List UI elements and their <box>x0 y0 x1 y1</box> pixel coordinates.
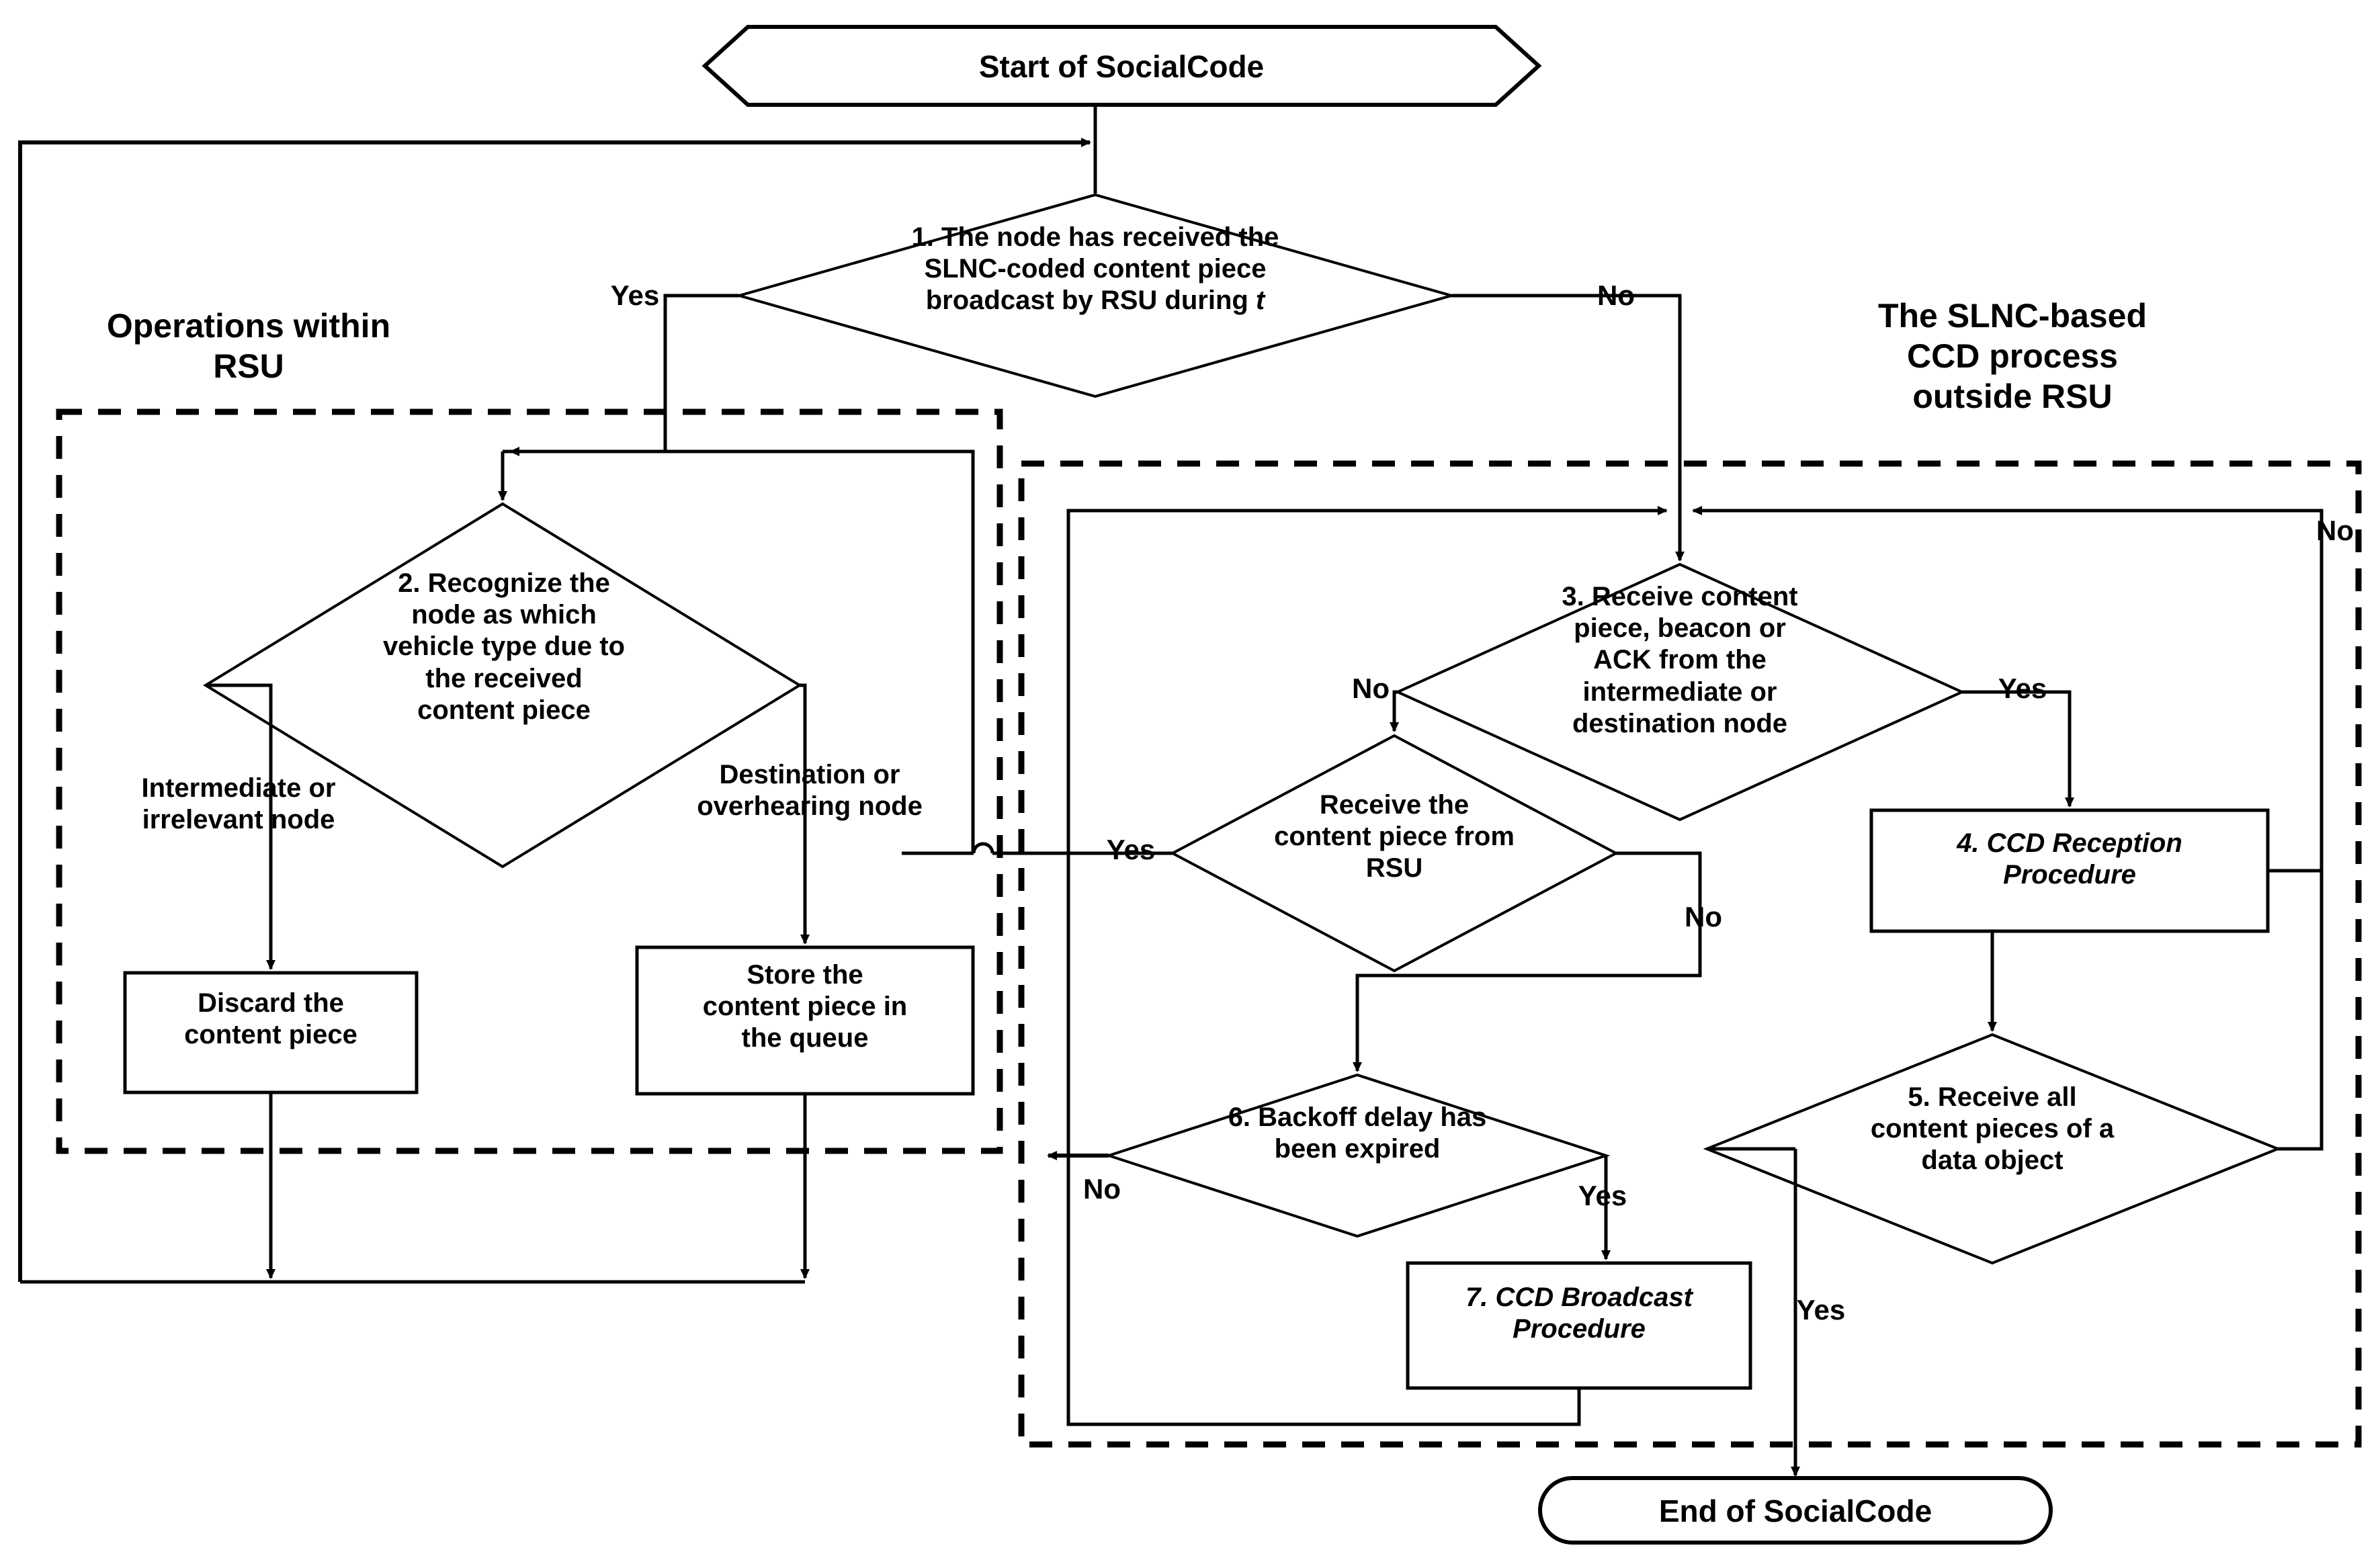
section-label-right: The SLNC-based CCD process outside RSU <box>1877 297 2148 415</box>
start-terminal-label: Start of SocialCode <box>978 49 1265 84</box>
decision-1-label: 1. The node has received the SLNC-coded … <box>911 222 1279 316</box>
edge-label-d1-no: No <box>1597 279 1635 311</box>
process-7-shape <box>1406 1261 1752 1390</box>
process-discard-shape <box>123 971 419 1094</box>
edge-d2-left-to-discard <box>206 683 275 970</box>
edge-d2-right-to-store <box>800 683 810 945</box>
decision-receive-rsu-shape <box>1169 734 1619 973</box>
edge-label-d6-yes: Yes <box>1578 1180 1627 1211</box>
start-terminal-shape <box>702 25 1542 107</box>
end-terminal-shape <box>1538 1476 2053 1545</box>
process-discard-label: Discard the content piece <box>184 988 357 1050</box>
decision-5-shape <box>1703 1033 2282 1265</box>
edge-label-d3-no: No <box>1352 673 1390 704</box>
decision-6-label: 6. Backoff delay has been expired <box>1228 1102 1487 1164</box>
edge-label-d6-no: No <box>1083 1173 1121 1205</box>
decision-3-label: 3. Receive content piece, beacon or ACK … <box>1562 582 1798 738</box>
decision-5-label: 5. Receive all content pieces of a data … <box>1870 1082 2115 1176</box>
edge-label-receive-rsu-yes: Yes <box>1106 834 1156 865</box>
end-terminal-label: End of SocialCode <box>1658 1494 1932 1528</box>
decision-2-shape <box>203 502 802 869</box>
edge-receive-rsu-no <box>1353 851 1702 1072</box>
edge-label-d5-no: No <box>2316 515 2354 546</box>
process-4-shape <box>1869 808 2270 933</box>
edge-d3-yes <box>1962 690 2074 808</box>
decision-6-shape <box>1104 1073 1611 1238</box>
edge-label-d2-left: Intermediate or irrelevant node <box>141 773 336 835</box>
edge-d5-no <box>1692 506 2324 1151</box>
process-store-label: Store the content piece in the queue <box>702 960 908 1053</box>
edge-d1-no <box>1451 294 1685 562</box>
edge-label-d1-yes: Yes <box>610 279 660 311</box>
right-dashed-region <box>1018 460 2362 1448</box>
edge-label-d2-right: Destination or overhearing node <box>697 760 923 822</box>
decision-receive-rsu-label: Receive the content piece from RSU <box>1274 790 1515 883</box>
edge-d3-no <box>1390 690 1399 732</box>
edge-d1-yes <box>503 294 739 453</box>
edge-return-into-d2 <box>509 447 975 853</box>
edge-p7-return <box>1066 506 1668 1426</box>
edge-label-d3-yes: Yes <box>1998 673 2047 704</box>
left-dashed-region <box>56 408 1003 1154</box>
decision-3-shape <box>1394 562 1965 822</box>
process-store-shape <box>635 945 975 1096</box>
edge-label-receive-rsu-no: No <box>1685 901 1722 933</box>
edge-receive-rsu-yes-hop <box>972 842 994 854</box>
process-4-label: 4. CCD Reception Procedure <box>1957 828 2182 890</box>
edge-loop-left-return-to-d1 <box>18 138 1091 1282</box>
section-label-left: Operations within RSU <box>106 307 391 385</box>
process-7-label: 7. CCD Broadcast Procedure <box>1465 1283 1693 1344</box>
decision-1-shape <box>734 193 1457 398</box>
decision-2-label: 2. Recognize the node as which vehicle t… <box>382 568 626 725</box>
edge-label-d5-yes: Yes <box>1796 1294 1846 1326</box>
